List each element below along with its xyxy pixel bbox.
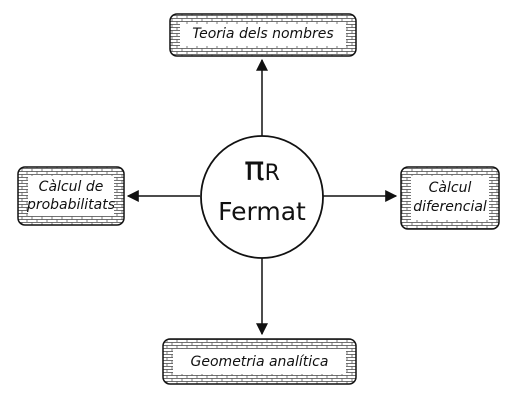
node-top-box [169,13,357,57]
pi-symbol: π [244,149,265,189]
center-name-label: Fermat [218,197,306,226]
node-left-label-line1: Càlcul de [38,179,104,195]
center-circle [200,135,324,259]
center-symbol-label: πR [212,150,312,193]
node-left-box [17,166,125,226]
node-right-box [400,166,500,230]
node-left-label-line2: probabilitats [26,197,116,213]
node-bottom-label: Geometria analítica [190,354,329,370]
node-right-label-line2: diferencial [413,199,487,215]
pi-suffix: R [264,161,280,186]
node-right-label-line1: Càlcul [428,180,472,196]
node-bottom-box [162,338,357,385]
node-top-label: Teoria dels nombres [192,26,334,42]
